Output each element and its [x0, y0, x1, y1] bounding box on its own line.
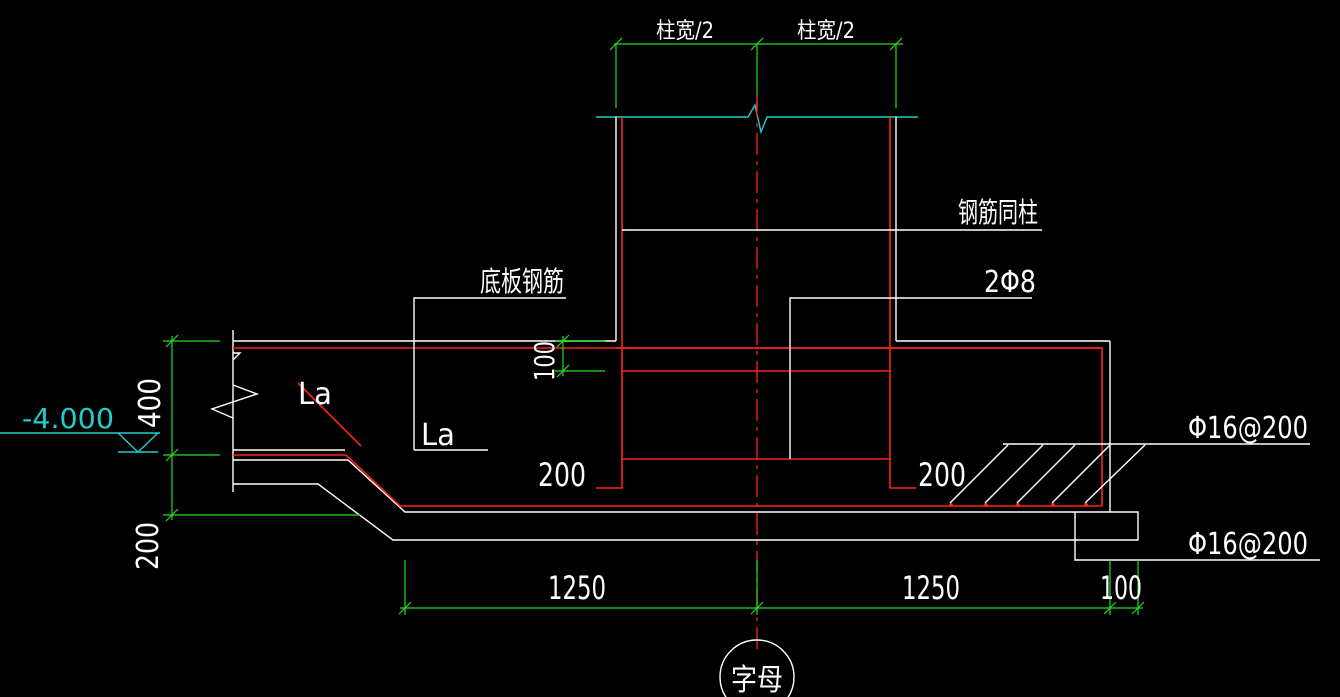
leaders — [413, 229, 1320, 561]
slab-rebar-label: 底板钢筋 — [480, 265, 564, 298]
dim-200-left-label: 200 — [538, 456, 586, 494]
two-phi8-label: 2Φ8 — [984, 265, 1036, 300]
dim-1250-right-label: 1250 — [902, 569, 960, 607]
concrete-outline — [210, 117, 1139, 541]
la-upper-label: La — [298, 377, 332, 412]
dim-1250-left-label: 1250 — [548, 569, 606, 607]
col-half-left-label: 柱宽/2 — [656, 19, 714, 44]
phi16-upper-label: Φ16@200 — [1188, 411, 1308, 446]
bottom-dimensions — [398, 560, 1145, 615]
elevation-label: -4.000 — [22, 402, 114, 435]
dim-100-bottom-label: 100 — [1100, 569, 1142, 607]
column-break-line — [596, 103, 918, 135]
column-width-dimension: 柱宽/2 柱宽/2 — [609, 19, 903, 108]
col-half-right-label: 柱宽/2 — [797, 19, 855, 44]
phi16-lower-label: Φ16@200 — [1188, 527, 1308, 562]
dim-200-bottom-left-label: 200 — [131, 522, 166, 570]
axis-tag-label: 字母 — [731, 663, 783, 697]
rebar-same-as-column-label: 钢筋同柱 — [958, 196, 1038, 229]
axis-tag: 字母 — [719, 639, 795, 697]
dim-400-label: 400 — [133, 378, 168, 428]
left-dimensions — [163, 334, 605, 522]
la-lower-label: La — [421, 418, 455, 453]
elevation-marker: -4.000 — [0, 402, 160, 453]
rebar — [233, 117, 1103, 507]
dim-200-right-label: 200 — [918, 456, 966, 494]
dim-100-vert-label: 100 — [528, 341, 561, 381]
